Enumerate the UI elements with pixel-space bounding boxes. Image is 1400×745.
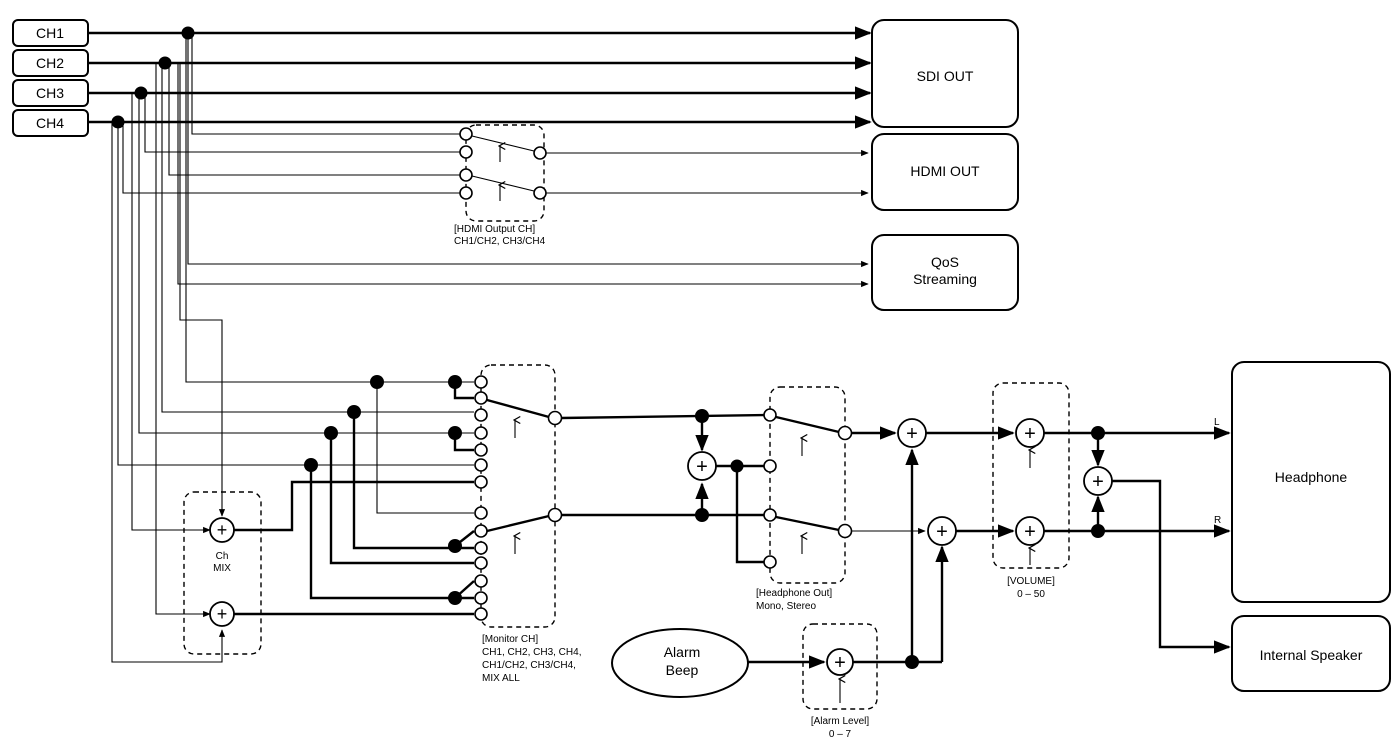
left-channel-label: L (1214, 417, 1220, 428)
monitor-ch-line2: CH1/CH2, CH3/CH4, (482, 660, 576, 671)
input-ch1-label: CH1 (36, 25, 64, 41)
hdmi-output-ch-options: CH1/CH2, CH3/CH4 (454, 236, 546, 247)
monitor-ch-selector: [Monitor CH] CH1, CH2, CH3, CH4, CH1/CH2… (474, 364, 581, 684)
svg-text:+: + (217, 520, 228, 540)
headphone-out-routing: + (560, 409, 766, 564)
input-ch2-label: CH2 (36, 55, 64, 71)
sdi-out-box: SDI OUT (871, 19, 1019, 128)
input-ch1: CH1 (12, 19, 89, 47)
input-ch4-label: CH4 (36, 115, 64, 131)
sdi-signal-lines (88, 26, 872, 129)
qos-streaming-box: QoS Streaming (871, 234, 1019, 311)
volume-range: 0 – 50 (1017, 589, 1045, 600)
alarm-beep-source: Alarm Beep (611, 628, 749, 698)
qos-label: QoS (931, 254, 959, 270)
svg-text:+: + (217, 604, 228, 624)
svg-text:+: + (1092, 471, 1104, 493)
monitor-ch-title: [Monitor CH] (482, 634, 538, 645)
ch-mix-line2: MIX (213, 563, 231, 574)
hdmi-output-ch-selector: [HDMI Output CH] CH1/CH2, CH3/CH4 (454, 124, 547, 247)
monitor-ch-line1: CH1, CH2, CH3, CH4, (482, 647, 581, 658)
alarm-level-title: [Alarm Level] (811, 716, 870, 727)
monitor-ch-line3: MIX ALL (482, 673, 520, 684)
hdmi-selector-lines (122, 33, 869, 197)
input-ch2: CH2 (12, 49, 89, 77)
hdmi-out-box: HDMI OUT (871, 133, 1019, 211)
hdmi-out-label: HDMI OUT (910, 163, 980, 179)
input-ch3: CH3 (12, 79, 89, 107)
svg-text:+: + (936, 521, 948, 543)
headphone-out-selector: [Headphone Out] Mono, Stereo (756, 386, 853, 612)
headphone-out-options: Mono, Stereo (756, 601, 816, 612)
svg-text:+: + (834, 652, 846, 674)
qos-signal-lines (177, 33, 869, 288)
alarm-level-range: 0 – 7 (829, 729, 852, 740)
alarm-level-block: + [Alarm Level] 0 – 7 (748, 448, 949, 740)
input-ch3-label: CH3 (36, 85, 64, 101)
svg-text:+: + (1024, 521, 1036, 543)
headphone-out-title: [Headphone Out] (756, 588, 832, 599)
output-routing: + L R (1044, 417, 1231, 654)
internal-speaker-label: Internal Speaker (1260, 647, 1363, 663)
hdmi-output-ch-title: [HDMI Output CH] (454, 224, 535, 235)
svg-text:+: + (906, 423, 918, 445)
right-channel-label: R (1214, 515, 1221, 526)
ch-mix-block: + + Ch MIX (183, 491, 262, 655)
volume-title: [VOLUME] (1007, 576, 1055, 587)
ch-mix-line1: Ch (216, 551, 229, 562)
beep-label: Beep (666, 662, 699, 678)
input-ch4: CH4 (12, 109, 89, 137)
svg-text:+: + (696, 456, 708, 478)
volume-block: + + [VOLUME] 0 – 50 (992, 382, 1070, 600)
pre-volume-mixers: + + (851, 418, 1015, 546)
sdi-out-label: SDI OUT (917, 68, 974, 84)
streaming-label: Streaming (913, 271, 977, 287)
monitor-feed-lines (111, 33, 475, 663)
headphone-box: Headphone (1231, 361, 1391, 603)
svg-text:+: + (1024, 423, 1036, 445)
headphone-label: Headphone (1275, 469, 1348, 485)
internal-speaker-box: Internal Speaker (1231, 615, 1391, 692)
alarm-label: Alarm (664, 644, 701, 660)
